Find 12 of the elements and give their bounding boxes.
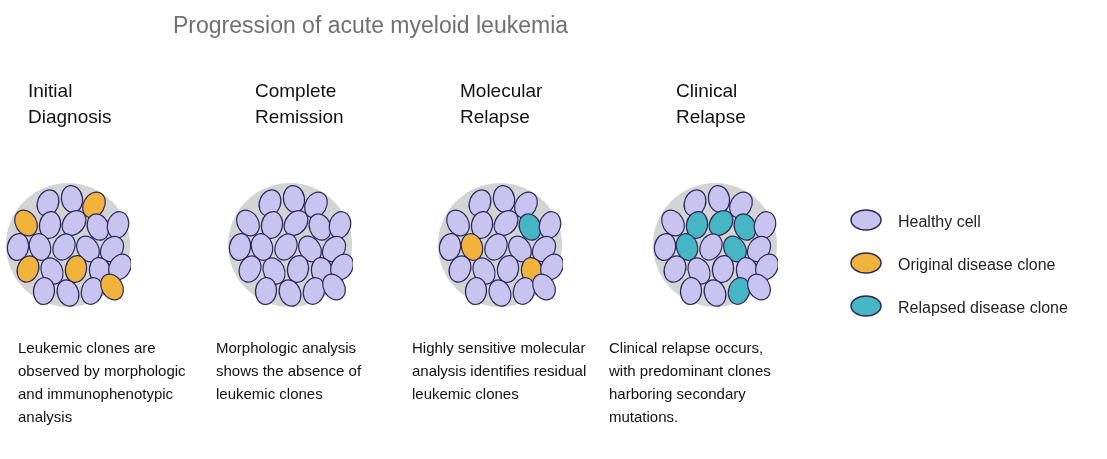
stage-description: Highly sensitive molecular analysis identifies residual leukemic clones (412, 338, 588, 404)
stage-heading: Initial Diagnosis (28, 79, 113, 129)
legend-label: Relapsed disease clone (898, 298, 1068, 318)
stage-description: Morphologic analysis shows the absence of leukemic clones (216, 338, 363, 404)
diagram-title: Progression of acute myeloid leukemia (173, 11, 569, 40)
legend-label: Healthy cell (898, 212, 981, 232)
stage-description: Leukemic clones are observed by morphologic and immunophenotypic analysis (18, 338, 187, 427)
stage-description: Clinical relapse occurs, with predominant clones harboring secondary mutations. (609, 338, 772, 427)
stage-heading: Molecular Relapse (460, 79, 544, 129)
stage-heading: Clinical Relapse (676, 79, 747, 129)
legend-label: Original disease clone (898, 255, 1056, 275)
stage-heading: Complete Remission (255, 79, 345, 129)
